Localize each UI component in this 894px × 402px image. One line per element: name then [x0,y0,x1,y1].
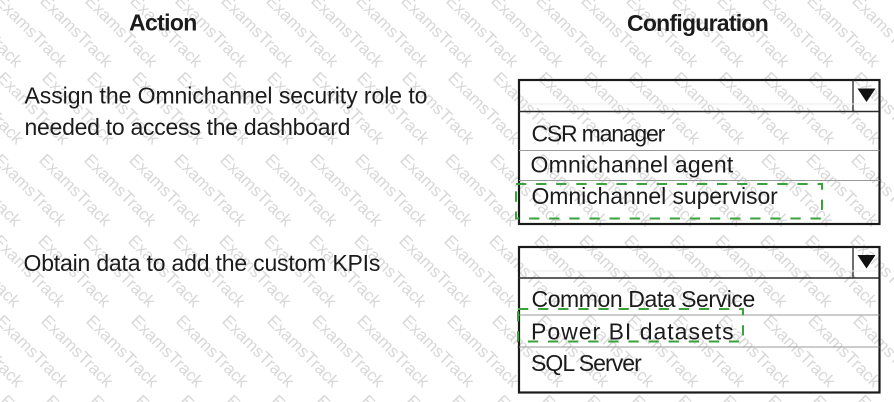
svg-text:Obtain data to add the custom: Obtain data to add the custom KPIs [24,250,381,276]
svg-text:Power BI datasets: Power BI datasets [531,319,735,345]
svg-text:CSR manager: CSR manager [532,121,666,147]
svg-text:Configuration: Configuration [627,10,768,36]
svg-text:Omnichannel supervisor: Omnichannel supervisor [532,183,779,209]
svg-text:Omnichannel agent: Omnichannel agent [531,152,734,178]
svg-text:SQL Server: SQL Server [531,350,642,376]
svg-text:needed to access the dashboard: needed to access the dashboard [25,114,351,140]
svg-text:Action: Action [129,10,197,36]
svg-text:Assign the Omnichannel securit: Assign the Omnichannel security role to [25,83,428,109]
svg-text:Common Data Service: Common Data Service [532,286,755,312]
